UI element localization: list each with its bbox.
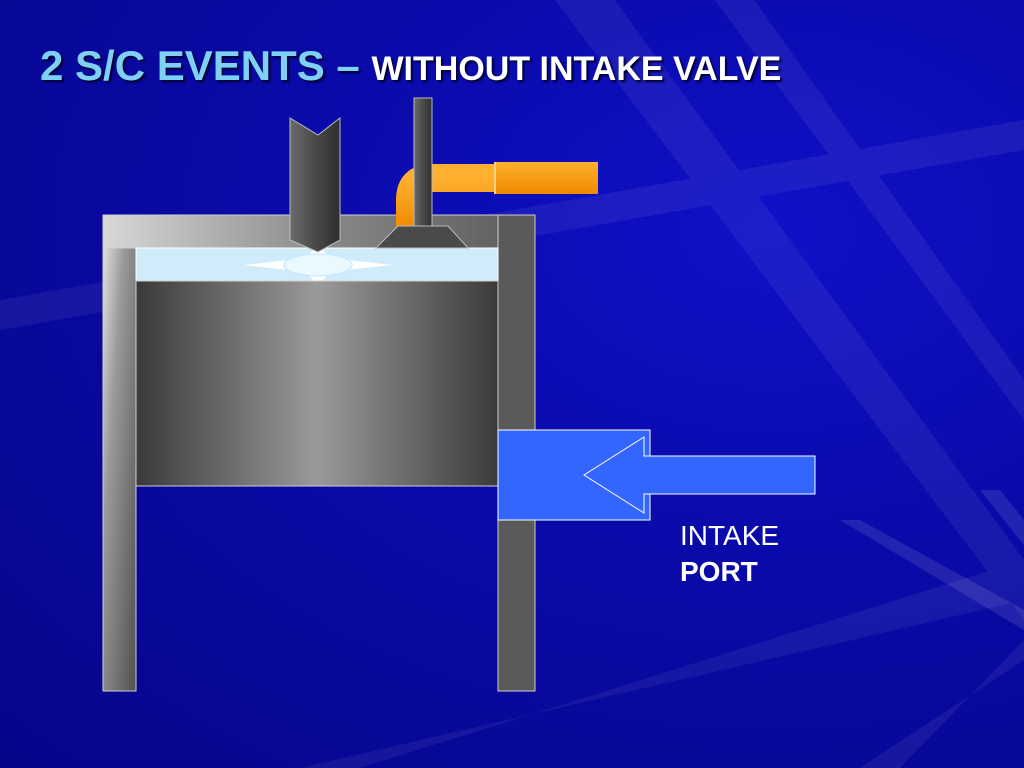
slide-title: 2 S/C EVENTS – WITHOUT INTAKE VALVE	[40, 42, 781, 90]
port-label-line2: PORT	[680, 556, 758, 587]
fuel-injector-icon	[374, 97, 470, 249]
cylinder-wall-left	[102, 214, 137, 692]
intake-port	[497, 429, 816, 521]
intake-port-label: INTAKE PORT	[680, 518, 779, 590]
port-label-line1: INTAKE	[680, 520, 780, 551]
spark-plug-icon	[289, 116, 341, 253]
intake-arrow-icon	[583, 436, 816, 514]
piston	[135, 280, 499, 487]
spark-burst	[244, 244, 392, 286]
title-main: 2 S/C EVENTS –	[40, 42, 372, 89]
title-sub: WITHOUT INTAKE VALVE	[371, 50, 782, 88]
